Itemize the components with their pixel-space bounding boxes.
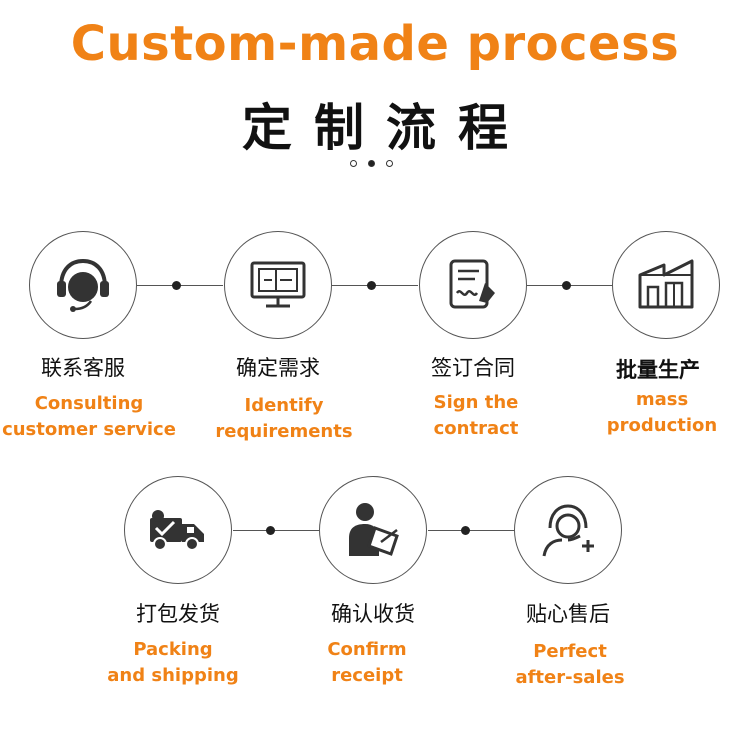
- dot-active: [368, 160, 375, 167]
- step-identify-cn: 确定需求: [236, 356, 320, 380]
- connector-line: [428, 530, 514, 531]
- connector-line: [233, 530, 319, 531]
- contract-icon: [449, 259, 495, 309]
- step-consulting-cn: 联系客服: [41, 356, 125, 380]
- step-aftersales-circle: [514, 476, 622, 584]
- step-contract-circle: [419, 231, 527, 339]
- step-aftersales-cn: 贴心售后: [526, 602, 610, 626]
- monitor-icon: [250, 261, 306, 308]
- connector-bullet: [367, 281, 376, 290]
- dot: [386, 160, 393, 167]
- dot: [350, 160, 357, 167]
- step-production-cn: 批量生产: [616, 358, 700, 382]
- connector-bullet: [562, 281, 571, 290]
- step-contract-cn: 签订合同: [431, 356, 515, 380]
- step-shipping-circle: [124, 476, 232, 584]
- connector-bullet: [266, 526, 275, 535]
- headset-icon: [57, 258, 109, 312]
- person-signing-icon: [349, 503, 399, 556]
- step-consulting-circle: [29, 231, 137, 339]
- connector-bullet: [461, 526, 470, 535]
- pagination-dots: [346, 158, 406, 170]
- truck-icon: [150, 510, 204, 551]
- step-receipt-cn: 确认收货: [331, 602, 415, 626]
- connector-bullet: [172, 281, 181, 290]
- step-production-circle: [612, 231, 720, 339]
- step-shipping-cn: 打包发货: [136, 602, 220, 626]
- step-identify-circle: [224, 231, 332, 339]
- factory-icon: [638, 259, 694, 309]
- step-receipt-circle: [319, 476, 427, 584]
- title-chinese: 定制流程: [242, 99, 530, 157]
- support-agent-icon: [542, 504, 594, 557]
- title-english: Custom-made process: [70, 16, 680, 72]
